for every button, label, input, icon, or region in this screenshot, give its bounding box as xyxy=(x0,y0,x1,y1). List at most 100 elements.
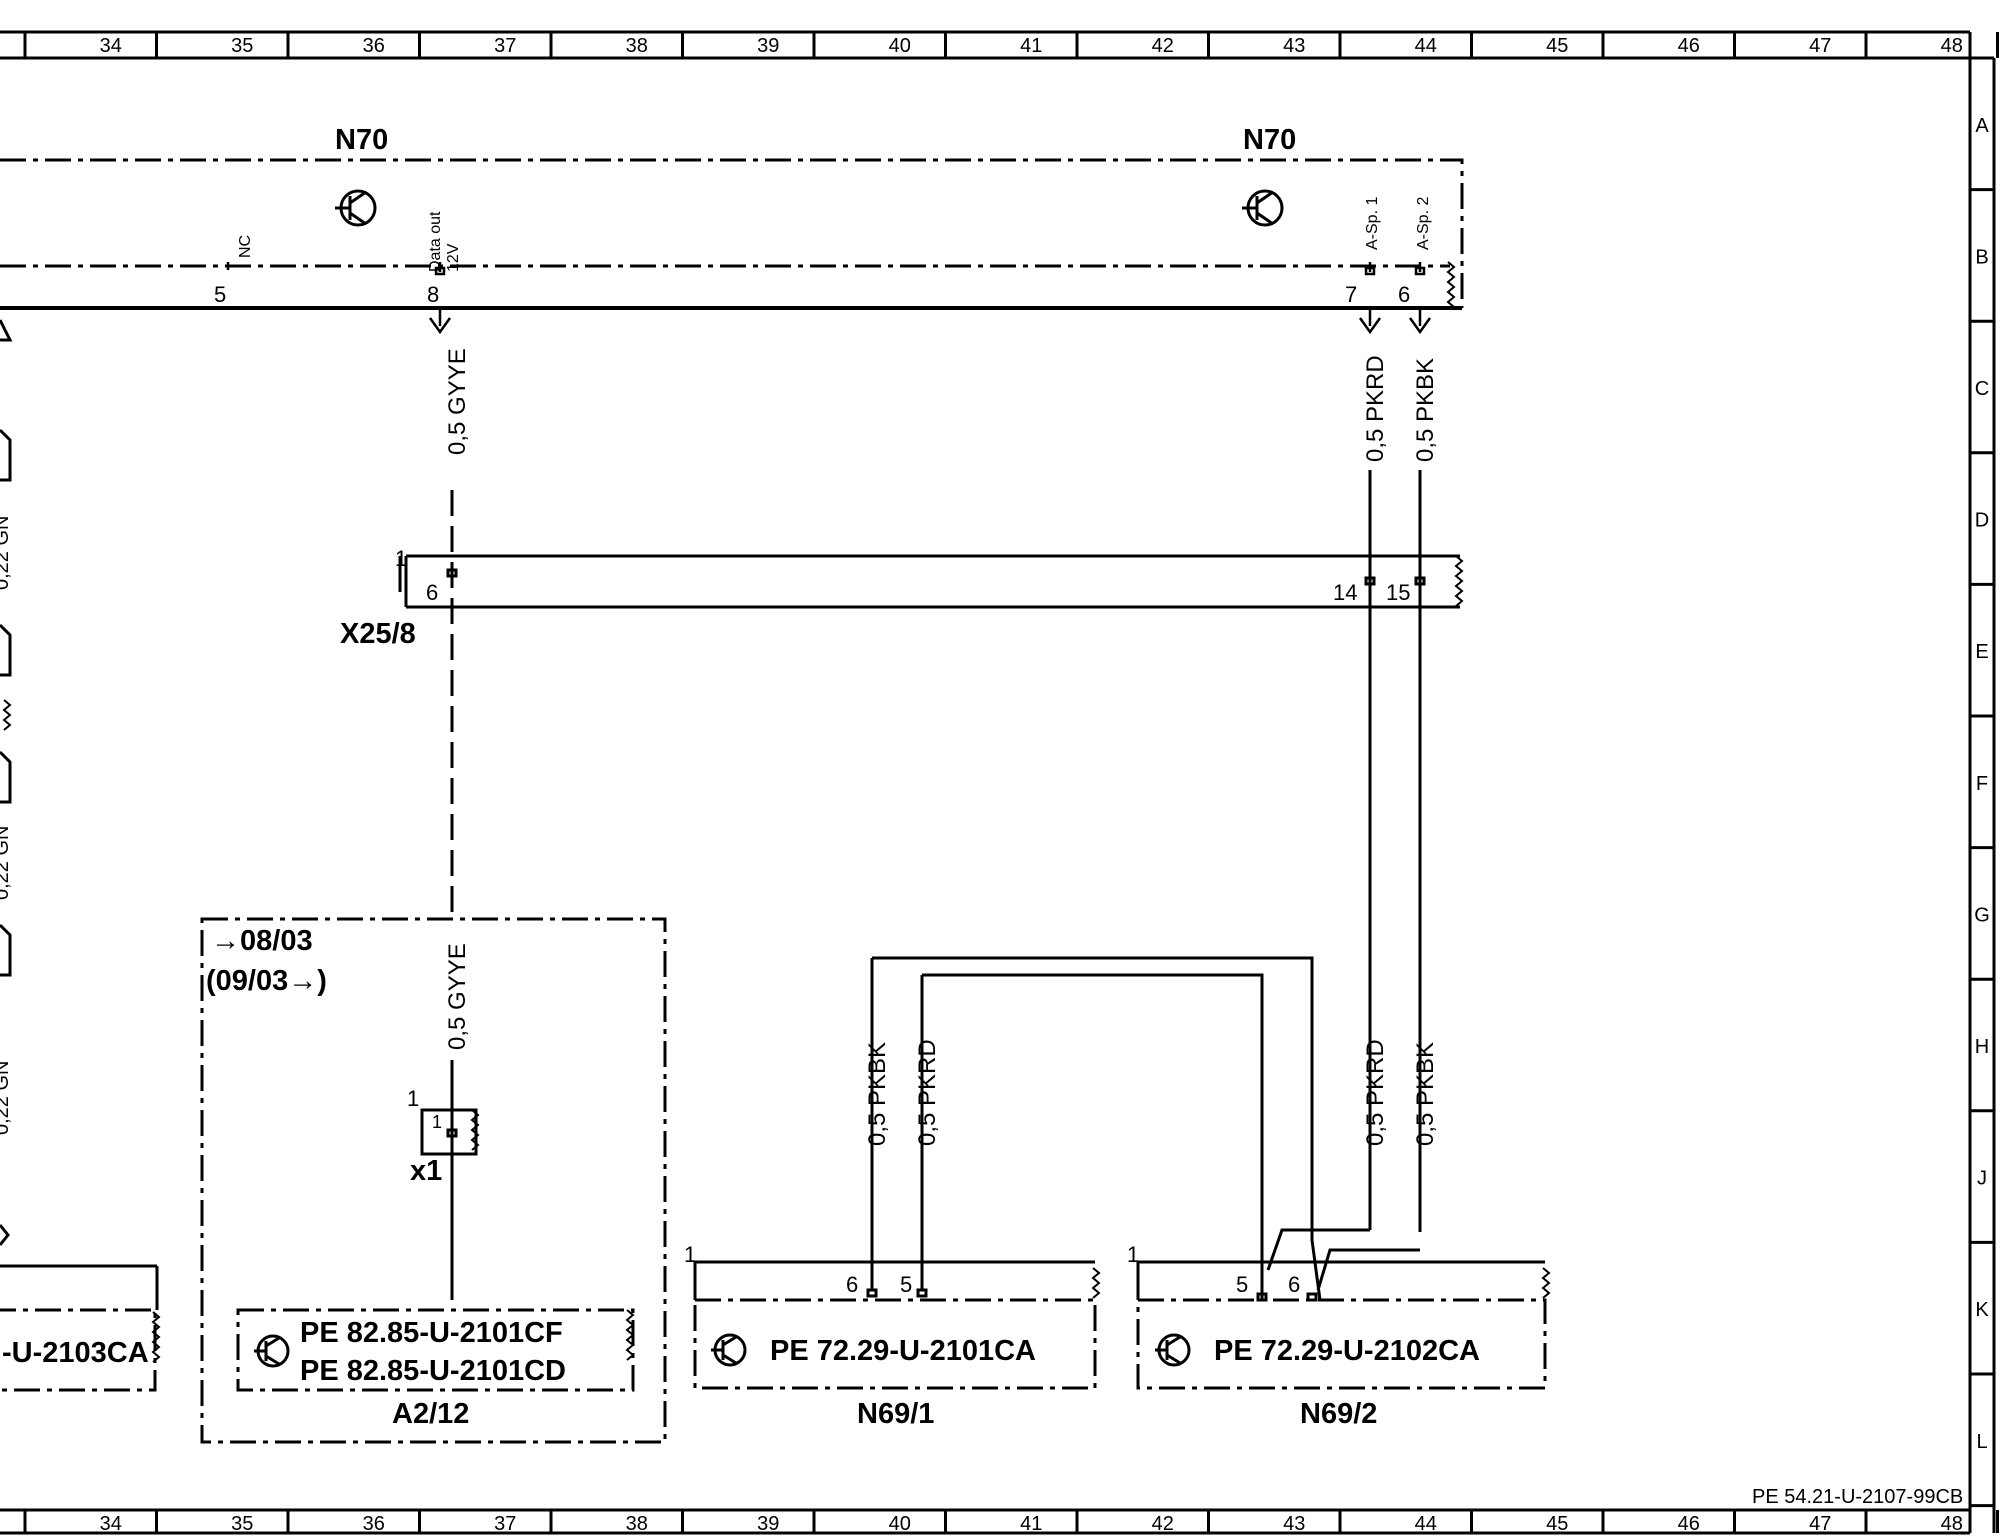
grid-row-label: J xyxy=(1977,1168,1987,1190)
grid-column-label: 36 xyxy=(363,1513,385,1535)
n69-1-num: 1 xyxy=(684,1242,696,1267)
n69-1-box xyxy=(693,1260,1101,1390)
grid-row-label: B xyxy=(1975,246,1988,268)
grid-column-label: 37 xyxy=(494,35,516,57)
pin-x25-14: 14 xyxy=(1333,580,1357,605)
pin-n691-6: 6 xyxy=(846,1272,858,1297)
grid-column-label: 48 xyxy=(1941,1513,1963,1535)
grid-column-label: 41 xyxy=(1020,1513,1042,1535)
grid-column-label: 37 xyxy=(494,1513,516,1535)
ref-left-partial[interactable]: -U-2103CA xyxy=(2,1337,149,1369)
pin-n70-6: 6 xyxy=(1398,282,1410,307)
grid-column-label: 42 xyxy=(1152,1513,1174,1535)
pin-n70-8: 8 xyxy=(427,282,439,307)
wire-pkbk-bottom: 0,5 PKBK xyxy=(1412,1042,1439,1146)
grid-row-label: K xyxy=(1975,1299,1989,1321)
pin-x25-6: 6 xyxy=(426,580,438,605)
grid-column-label: 44 xyxy=(1415,1513,1437,1535)
pin-n691-5: 5 xyxy=(900,1272,912,1297)
wire-pkrd-bottom: 0,5 PKRD xyxy=(1362,1039,1389,1146)
x1-connector xyxy=(420,1108,480,1156)
x1-pin: 1 xyxy=(432,1112,442,1132)
date-range-line2: (09/03→) xyxy=(206,965,327,997)
wire-pkbk-top: 0,5 PKBK xyxy=(1412,358,1439,462)
x25-8-connector xyxy=(398,554,1464,609)
grid-row-label: E xyxy=(1975,641,1988,663)
a2-12-box xyxy=(200,917,667,1444)
x1-label: x1 xyxy=(410,1155,442,1187)
grid-column-label: 35 xyxy=(231,35,253,57)
grid-column-label: 34 xyxy=(100,35,122,57)
grid-row-label: D xyxy=(1975,510,1989,532)
pin-n692-6: 6 xyxy=(1288,1272,1300,1297)
pin-asp1-label: A-Sp. 1 xyxy=(1364,197,1381,250)
wire-left-cut-1: 0,22 GN xyxy=(0,516,13,590)
grid-column-label: 43 xyxy=(1283,35,1305,57)
grid-row-label: H xyxy=(1975,1036,1989,1058)
grid-column-label: 47 xyxy=(1809,1513,1831,1535)
pin-n70-7: 7 xyxy=(1345,282,1357,307)
grid-column-label: 39 xyxy=(757,1513,779,1535)
grid-row-label: C xyxy=(1975,378,1989,400)
grid-column-label: 47 xyxy=(1809,35,1831,57)
grid-column-label: 46 xyxy=(1678,1513,1700,1535)
ref-a2-12-b[interactable]: PE 82.85-U-2101CD xyxy=(300,1355,566,1387)
grid-column-label: 41 xyxy=(1020,35,1042,57)
n70-box xyxy=(0,158,1464,310)
n69-2-num: 1 xyxy=(1127,1242,1139,1267)
grid-column-label: 34 xyxy=(100,1513,122,1535)
grid-column-label: 42 xyxy=(1152,35,1174,57)
n69-2-box xyxy=(1136,1260,1551,1390)
electronics-symbol-icon xyxy=(1242,189,1284,227)
grid-column-label: 45 xyxy=(1546,1513,1568,1535)
n70-label-right: N70 xyxy=(1243,124,1296,156)
n70-label-left: N70 xyxy=(335,124,388,156)
wire-gyye-bottom: 0,5 GYYE xyxy=(444,943,471,1050)
grid-column-label: 43 xyxy=(1283,1513,1305,1535)
n70-pin-stubs xyxy=(226,262,1432,335)
pin-12v-label: 12V xyxy=(445,243,462,272)
grid-row-label: F xyxy=(1976,773,1988,795)
column-grid: 3434353536363737383839394040414142424343… xyxy=(23,32,1999,1535)
wire-gyye-top: 0,5 GYYE xyxy=(444,348,471,455)
pin-x25-15: 15 xyxy=(1386,580,1410,605)
wires xyxy=(0,470,1422,1310)
pin-n692-5: 5 xyxy=(1236,1272,1248,1297)
grid-column-label: 35 xyxy=(231,1513,253,1535)
pin-asp2-label: A-Sp. 2 xyxy=(1415,197,1432,250)
diagram-frame xyxy=(0,30,1996,1535)
grid-row-label: G xyxy=(1974,904,1990,926)
x25-8-num: 1 xyxy=(395,546,407,571)
grid-column-label: 40 xyxy=(889,35,911,57)
n69-2-label: N69/2 xyxy=(1300,1398,1377,1430)
date-range-line1: →08/03 xyxy=(211,925,313,957)
left-partial-box xyxy=(0,319,161,1392)
grid-column-label: 40 xyxy=(889,1513,911,1535)
grid-column-label: 45 xyxy=(1546,35,1568,57)
electronics-symbol-icon xyxy=(335,189,377,227)
grid-row-label: A xyxy=(1975,115,1989,137)
footer-ref: PE 54.21-U-2107-99CB xyxy=(1752,1486,1963,1508)
grid-column-label: 38 xyxy=(626,35,648,57)
grid-column-label: 48 xyxy=(1941,35,1963,57)
n69-1-label: N69/1 xyxy=(857,1398,934,1430)
a2-12-label: A2/12 xyxy=(392,1398,469,1430)
ref-n69-2[interactable]: PE 72.29-U-2102CA xyxy=(1214,1335,1480,1367)
grid-column-label: 46 xyxy=(1678,35,1700,57)
grid-column-label: 38 xyxy=(626,1513,648,1535)
pin-nc-label: NC xyxy=(237,235,254,258)
grid-column-label: 44 xyxy=(1415,35,1437,57)
wire-left-cut-3: 0,22 GN xyxy=(0,1061,13,1135)
x1-num: 1 xyxy=(407,1086,419,1111)
wire-pkbk-n691: 0,5 PKBK xyxy=(864,1042,891,1146)
wire-pkrd-n691: 0,5 PKRD xyxy=(914,1039,941,1146)
pin-n70-5: 5 xyxy=(214,282,226,307)
wire-left-cut-2: 0,22 GN xyxy=(0,826,13,900)
ref-n69-1[interactable]: PE 72.29-U-2101CA xyxy=(770,1335,1036,1367)
ref-a2-12-a[interactable]: PE 82.85-U-2101CF xyxy=(300,1317,563,1349)
x25-8-label: X25/8 xyxy=(340,618,416,650)
pin-data-out-label: Data out xyxy=(427,211,444,272)
grid-column-label: 39 xyxy=(757,35,779,57)
